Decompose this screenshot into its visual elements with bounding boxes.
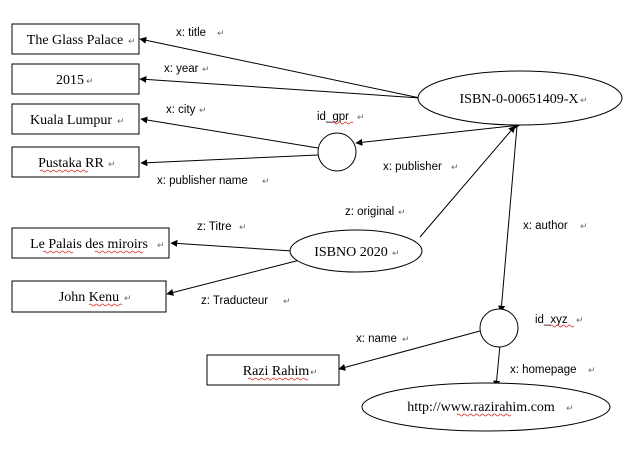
paragraph-mark: ↵ [124,294,132,304]
blank-node-xyz [479,308,519,348]
edge-title [139,36,421,99]
paragraph-mark: ↵ [576,316,584,326]
node-year: 2015 ↵ [11,63,140,95]
node-john-kenu-label: John Kenu [59,290,119,305]
edge-name [338,330,481,371]
paragraph-mark: ↵ [283,297,291,307]
edge-label-original: z: original [345,206,394,218]
edge-publisher-name [140,154,319,167]
paragraph-mark: ↵ [310,368,318,378]
paragraph-mark: ↵ [202,65,210,75]
paragraph-mark: ↵ [262,177,270,187]
node-razi-rahim: Razi Rahim ↵ [206,354,340,386]
paragraph-mark: ↵ [580,96,588,106]
edge-label-author: x: author [523,220,568,232]
edge-traducteur [166,259,301,296]
paragraph-mark: ↵ [580,222,588,232]
edge-label-homepage: x: homepage [510,364,577,376]
paragraph-mark: ↵ [239,223,247,233]
paragraph-mark: ↵ [86,77,94,87]
node-isbn-main: ISBN-0-00651409-X ↵ [417,70,623,126]
paragraph-mark: ↵ [392,249,400,259]
blank-node-gpr-label: id_gpr [317,111,349,123]
node-pustaka-rr-label: Pustaka RR [38,156,104,171]
edge-city [140,116,319,149]
paragraph-mark: ↵ [108,160,116,170]
edge-label-year: x: year [164,63,199,75]
edge-label-title: x: title [176,27,206,39]
blank-node-gpr [317,132,357,172]
spellcheck-underline [456,413,512,417]
paragraph-mark: ↵ [217,29,225,39]
edge-homepage [493,344,501,388]
node-isbn-2020-label: ISBNO 2020 [314,245,388,260]
paragraph-mark: ↵ [157,241,165,251]
paragraph-mark: ↵ [402,335,410,345]
edge-label-publisher: x: publisher [383,161,442,173]
node-homepage: http://www.razirahim.com ↵ [361,382,611,432]
spellcheck-underline [331,121,354,125]
edge-label-city: x: city [166,104,196,116]
edge-label-traducteur: z: Traducteur [201,295,268,307]
node-palais: Le Palais des miroirs ↵ [11,227,170,259]
paragraph-mark: ↵ [357,113,365,123]
edge-author [498,125,518,313]
blank-node-xyz-label: id_xyz [535,314,568,326]
spellcheck-underline [42,250,144,254]
paragraph-mark: ↵ [398,208,406,218]
node-homepage-label: http://www.razirahim.com [407,400,555,415]
node-pustaka-rr: Pustaka RR ↵ [11,146,140,178]
spellcheck-underline [247,377,309,381]
node-john-kenu: John Kenu ↵ [11,280,167,313]
node-palais-label: Le Palais des miroirs [30,237,148,252]
edge-publisher [355,122,521,146]
node-glass-palace-label: The Glass Palace [27,33,123,48]
paragraph-mark: ↵ [588,366,596,376]
node-kuala-lumpur-label: Kuala Lumpur [30,113,112,128]
spellcheck-underline [549,324,575,328]
node-glass-palace: The Glass Palace ↵ [11,23,140,55]
paragraph-mark: ↵ [117,117,125,127]
edge-label-titre: z: Titre [197,221,232,233]
edge-year [139,75,421,99]
paragraph-mark: ↵ [128,37,136,47]
spellcheck-underline [39,169,89,173]
paragraph-mark: ↵ [199,106,207,116]
node-year-label: 2015 [56,73,84,88]
node-isbn-2020: ISBNO 2020 ↵ [289,229,423,273]
paragraph-mark: ↵ [566,404,574,414]
node-kuala-lumpur: Kuala Lumpur ↵ [11,103,140,135]
paragraph-mark: ↵ [451,163,459,173]
edge-original [419,125,516,238]
node-isbn-main-label: ISBN-0-00651409-X [460,92,579,107]
spellcheck-underline [88,303,123,307]
edge-label-name: x: name [356,333,397,345]
node-razi-rahim-label: Razi Rahim [243,364,310,379]
edge-titre [170,239,293,252]
edge-label-publisher-name: x: publisher name [157,175,248,187]
